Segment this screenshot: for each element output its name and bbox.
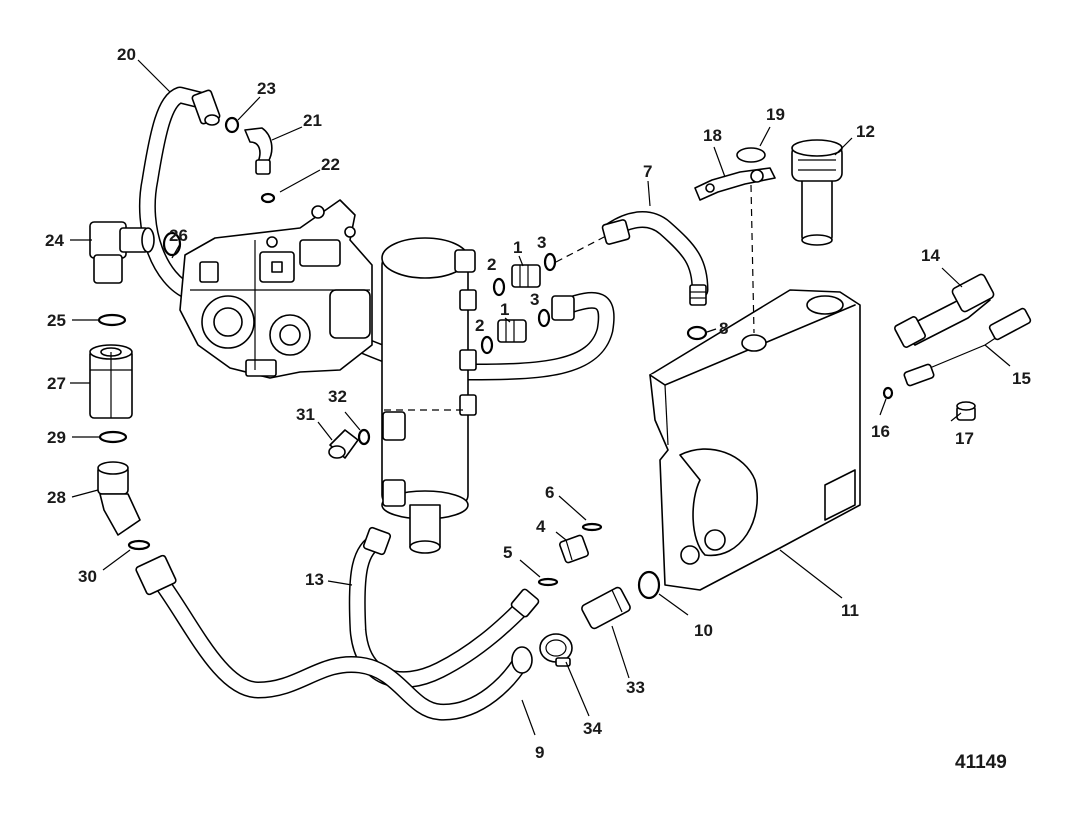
o-ring-16: [882, 386, 894, 400]
callout-10: 10: [694, 621, 713, 640]
callout-3-upper: 3: [537, 233, 546, 252]
fitting-1-upper: [511, 264, 541, 288]
bracket: [694, 167, 776, 201]
grommet: [736, 147, 766, 163]
callout-34: 34: [583, 719, 602, 738]
callout-13: 13: [305, 570, 324, 589]
callout-8: 8: [719, 319, 728, 338]
callout-27: 27: [47, 374, 66, 393]
callout-29: 29: [47, 428, 66, 447]
o-ring-23: [224, 116, 240, 134]
callout-2-upper: 2: [487, 255, 496, 274]
callout-1-upper: 1: [513, 238, 522, 257]
hose-clamp-34: [539, 633, 573, 667]
callout-6: 6: [545, 483, 554, 502]
callout-17: 17: [955, 429, 974, 448]
fitting-1-lower: [497, 319, 527, 343]
pump-assembly: [179, 199, 373, 379]
callout-9: 9: [535, 743, 544, 762]
hose-7: [601, 211, 709, 306]
bleed-valve-31: [328, 429, 359, 459]
o-ring-2-lower: [480, 335, 494, 355]
callout-31: 31: [296, 405, 315, 424]
leader-lines: [70, 59, 1011, 736]
callout-26: 26: [169, 226, 188, 245]
callout-22: 22: [321, 155, 340, 174]
filler-cap: [791, 139, 843, 246]
callout-3-lower: 3: [530, 290, 539, 309]
o-ring-22: [260, 192, 276, 204]
callout-30: 30: [78, 567, 97, 586]
fitting-4: [559, 534, 589, 564]
callout-24: 24: [45, 231, 64, 250]
hose-20: [138, 86, 221, 301]
coupling-27: [89, 344, 133, 419]
centerline-bracket: [750, 184, 755, 334]
callout-7: 7: [643, 162, 652, 181]
callout-33: 33: [626, 678, 645, 697]
o-ring-3-upper: [543, 252, 557, 272]
o-ring-25: [97, 313, 127, 327]
o-ring-2-upper: [492, 277, 506, 297]
o-ring-6: [581, 522, 603, 532]
sensor-connector: [894, 273, 995, 348]
o-ring-32: [357, 428, 371, 446]
callout-21: 21: [303, 111, 322, 130]
reservoir-tank: [649, 289, 861, 591]
callout-11: 11: [841, 601, 859, 620]
elbow-fitting-24: [89, 221, 155, 284]
callout-19: 19: [766, 105, 785, 124]
o-ring-29: [98, 430, 128, 444]
plug-17: [956, 401, 976, 421]
callout-12: 12: [856, 122, 875, 141]
callout-1-lower: 1: [500, 300, 509, 319]
callout-4: 4: [536, 517, 546, 536]
callout-25: 25: [47, 311, 66, 330]
callout-16: 16: [871, 422, 890, 441]
callout-2-lower: 2: [475, 316, 484, 335]
callout-5: 5: [503, 543, 512, 562]
callout-32: 32: [328, 387, 347, 406]
callout-23: 23: [257, 79, 276, 98]
o-ring-30: [127, 539, 151, 551]
callout-20: 20: [117, 45, 136, 64]
callout-14: 14: [921, 246, 940, 265]
o-ring-5: [537, 577, 559, 587]
temperature-sensor: [903, 307, 1032, 387]
figure-number: 41149: [955, 752, 1007, 773]
callout-28: 28: [47, 488, 66, 507]
o-ring-8: [686, 325, 708, 341]
fitting-33: [581, 586, 631, 630]
hose-9: [135, 554, 533, 721]
oil-cooler: [381, 237, 477, 554]
callout-18: 18: [703, 126, 722, 145]
elbow-fitting-28: [97, 461, 141, 536]
elbow-fitting-21: [244, 127, 273, 175]
centerline-7: [555, 235, 607, 263]
o-ring-10: [637, 570, 661, 600]
o-ring-3-lower: [537, 308, 551, 328]
callout-15: 15: [1012, 369, 1031, 388]
